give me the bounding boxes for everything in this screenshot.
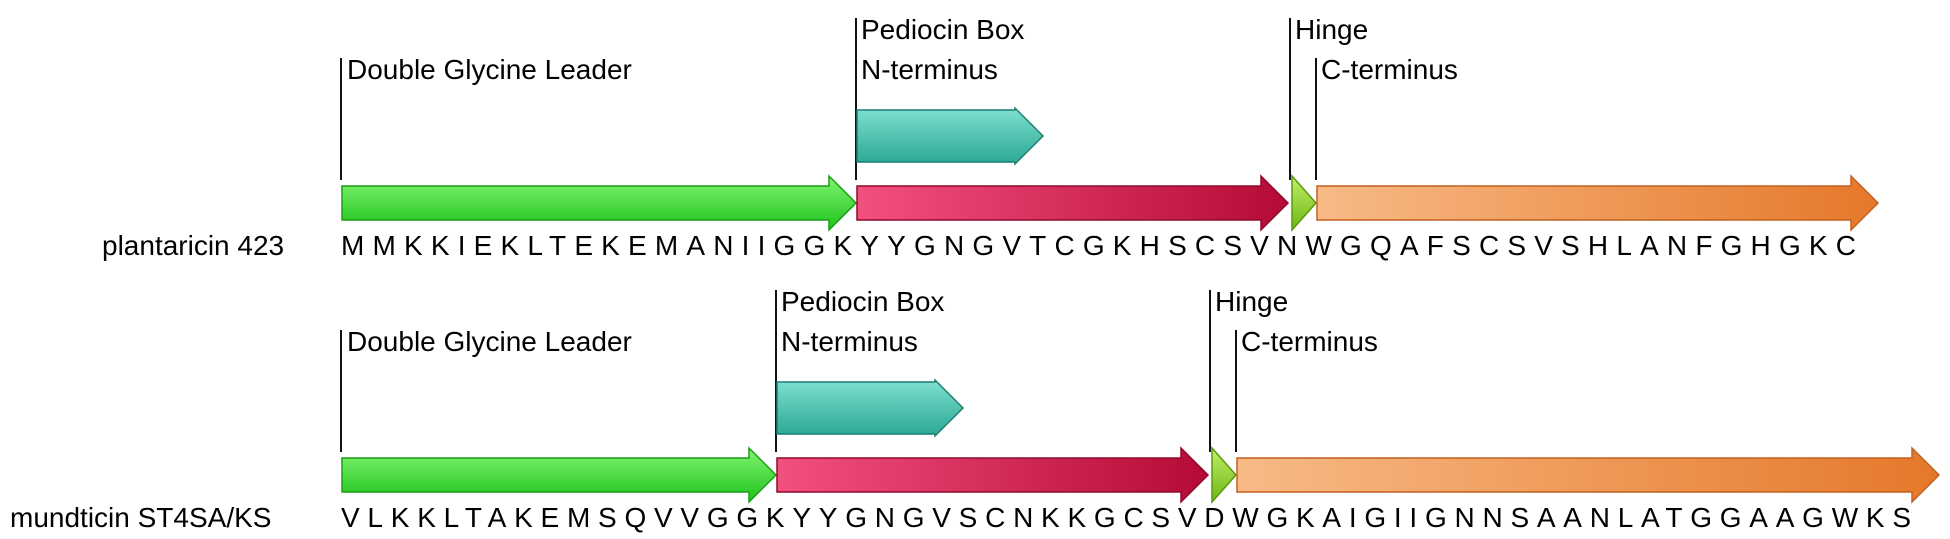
sequence: MMKKIEKLTEKEMANIIGGKYYGNGVTCGKHSCSVNWGQA… [341, 230, 1856, 261]
label-hinge: Hinge [1295, 14, 1368, 45]
double-glycine-leader-arrow [341, 174, 858, 232]
label-n-terminus: N-terminus [861, 54, 998, 85]
double-glycine-leader-arrow [341, 446, 778, 504]
hinge-arrow [1211, 446, 1238, 504]
label-c-terminus: C-terminus [1241, 326, 1378, 357]
n-terminus-arrow [776, 446, 1210, 504]
sequence: VLKKLTAKEMSQVVGGKYYGNGVSCNKKGCSVDWGKAIGI… [341, 502, 1911, 533]
label-double-glycine-leader: Double Glycine Leader [347, 326, 632, 357]
label-hinge: Hinge [1215, 286, 1288, 317]
label-pediocin-box: Pediocin Box [781, 286, 944, 317]
label-double-glycine-leader: Double Glycine Leader [347, 54, 632, 85]
label-pediocin-box: Pediocin Box [861, 14, 1024, 45]
row-name: plantaricin 423 [102, 230, 284, 261]
label-n-terminus: N-terminus [781, 326, 918, 357]
label-c-terminus: C-terminus [1321, 54, 1458, 85]
row-plantaricin: Double Glycine Leader Pediocin Box N-ter… [102, 14, 1880, 261]
row-name: mundticin ST4SA/KS [10, 502, 271, 533]
pediocin-box-arrow [856, 106, 1045, 166]
c-terminus-arrow [1236, 446, 1941, 504]
pediocin-box-arrow [776, 378, 965, 438]
row-mundticin: Double Glycine Leader Pediocin Box N-ter… [10, 286, 1941, 533]
n-terminus-arrow [856, 174, 1290, 232]
hinge-arrow [1291, 174, 1318, 232]
c-terminus-arrow [1316, 174, 1880, 232]
